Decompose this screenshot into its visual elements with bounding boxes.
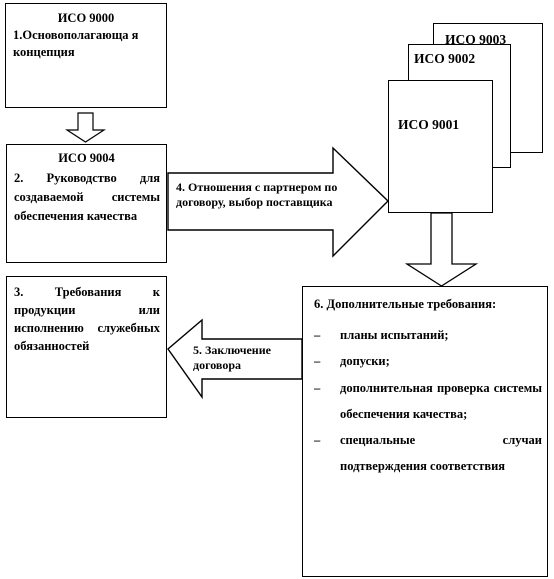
iso9003-label: ИСО 9003 <box>445 32 507 47</box>
requirements-box <box>6 276 167 418</box>
additional-requirements-title: 6. Дополнительные требования: <box>314 297 497 311</box>
list-bullet: – <box>314 433 321 447</box>
arrow-right-relations <box>167 146 389 258</box>
arrow-down-9000-to-9004 <box>64 112 107 143</box>
list-item-text: дополнительная проверка системы обеспече… <box>340 380 542 421</box>
iso9000-title: ИСО 9000 <box>57 11 115 25</box>
list-bullet: – <box>314 354 321 369</box>
list-bullet: – <box>314 380 321 395</box>
additional-requirements-box <box>302 286 548 577</box>
iso9001-card <box>388 80 493 213</box>
iso9001-label: ИСО 9001 <box>398 117 460 132</box>
list-item-text: планы испытаний; <box>340 328 449 342</box>
list-item: – планы испытаний; <box>314 322 542 348</box>
iso9004-text: 2. Руководство для создаваемой системы о… <box>14 171 160 223</box>
contract-label: 5. Заключение договора <box>193 343 271 373</box>
list-bullet: – <box>314 328 321 342</box>
list-item-text: допуски; <box>340 354 390 369</box>
additional-requirements-list: – планы испытаний; – допуски; – дополнит… <box>314 322 542 480</box>
list-item: – специальные случаи подтверждения соотв… <box>314 427 542 480</box>
iso9000-box <box>5 3 167 108</box>
iso9000-text: 1.Основополагающа я концепция <box>13 28 139 59</box>
list-item: – допуски; <box>314 348 542 374</box>
iso9002-label: ИСО 9002 <box>414 51 476 66</box>
arrow-down-9001-to-box6 <box>404 212 479 287</box>
iso9004-title: ИСО 9004 <box>58 151 115 165</box>
list-item-text: специальные случаи подтверждения соответ… <box>340 433 542 474</box>
requirements-text: 3. Требования к продукции или исполнению… <box>14 285 160 354</box>
arrow-left-contract <box>167 318 303 400</box>
iso9004-box <box>6 144 167 263</box>
relations-label: 4. Отношения с партнером по договору, вы… <box>176 180 338 209</box>
list-item: – дополнительная проверка системы обеспе… <box>314 375 542 428</box>
